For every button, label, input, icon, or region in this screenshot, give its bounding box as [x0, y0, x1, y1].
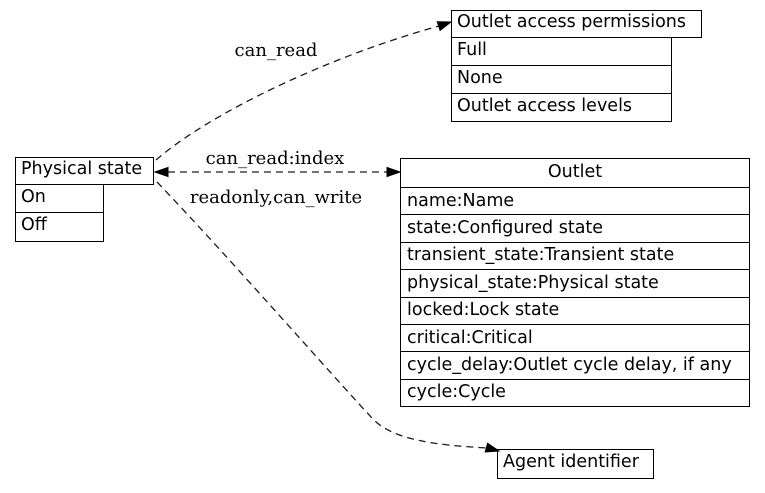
node-outlet-access-permissions-value-levels: Outlet access levels — [451, 93, 672, 122]
node-outlet-field-name: name:Name — [401, 187, 749, 214]
node-outlet-access-permissions-title: Outlet access permissions — [451, 10, 702, 38]
node-physical-state-title: Physical state — [15, 157, 154, 185]
edge-can-read-arrowhead — [436, 21, 453, 32]
node-outlet-field-physical-state: physical_state:Physical state — [401, 269, 749, 296]
node-outlet-title: Outlet — [547, 162, 603, 182]
node-outlet-access-permissions-value-full: Full — [451, 37, 672, 66]
node-physical-state-value-on: On — [15, 184, 104, 213]
node-outlet-field-cycle-delay: cycle_delay:Outlet cycle delay, if any — [401, 351, 749, 378]
node-outlet-access-permissions-value-none: None — [451, 65, 672, 94]
node-outlet-field-cycle: cycle:Cycle — [401, 378, 749, 406]
node-outlet-field-transient-state: transient_state:Transient state — [401, 241, 749, 269]
edge-label-readonly-can-write: readonly,can_write — [189, 187, 363, 208]
node-outlet-field-locked: locked:Lock state — [401, 296, 749, 324]
node-outlet: Outlet name:Name state:Configured state … — [400, 158, 750, 407]
node-outlet-field-critical: critical:Critical — [401, 323, 749, 351]
node-physical-state-value-off: Off — [15, 212, 104, 242]
node-outlet-field-state: state:Configured state — [401, 214, 749, 241]
edge-can-read-index-arrowhead-right — [386, 166, 402, 178]
node-agent-identifier-title: Agent identifier — [497, 449, 654, 479]
edge-label-can-read: can_read — [234, 40, 318, 61]
edge-label-can-read-index: can_read:index — [205, 148, 345, 169]
edge-can-read-index-arrowhead-left — [153, 166, 169, 178]
